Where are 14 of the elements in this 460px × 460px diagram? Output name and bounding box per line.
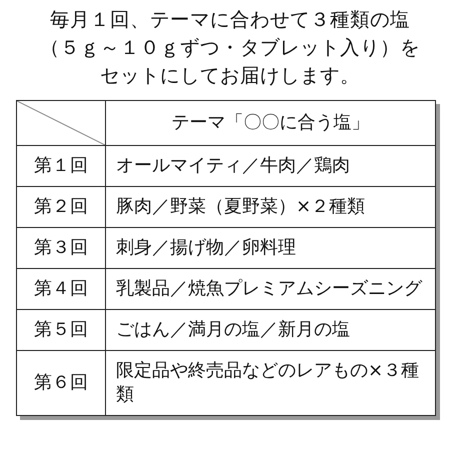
table-cell: 豚肉／野菜（夏野菜）×２種類 (106, 186, 436, 228)
table-cell: 刺身／揚げ物／卵料理 (106, 228, 436, 268)
title-text: 毎月１回、テーマに合わせて３種類の塩（５ｇ～１０ｇずつ・タブレット入り）をセットにしてお届けします。 (40, 7, 420, 89)
table-cell: オールマイティ／牛肉／鶏肉 (106, 146, 436, 186)
row-header-cell: 第３回 (16, 228, 106, 268)
header-cell: テーマ「〇〇に合う塩」 (106, 100, 436, 146)
table-cell: 乳製品／焼魚プレミアムシーズニング (106, 268, 436, 310)
row-header-cell: 第２回 (16, 186, 106, 228)
table-cell: 限定品や終売品などのレアもの×３種類 (106, 350, 436, 416)
row-header-cell: 第４回 (16, 268, 106, 310)
row-header-cell: 第１回 (16, 146, 106, 186)
row-header-cell: 第５回 (16, 310, 106, 350)
row-header-cell: 第６回 (16, 350, 106, 416)
table-cell: ごはん／満月の塩／新月の塩 (106, 310, 436, 350)
